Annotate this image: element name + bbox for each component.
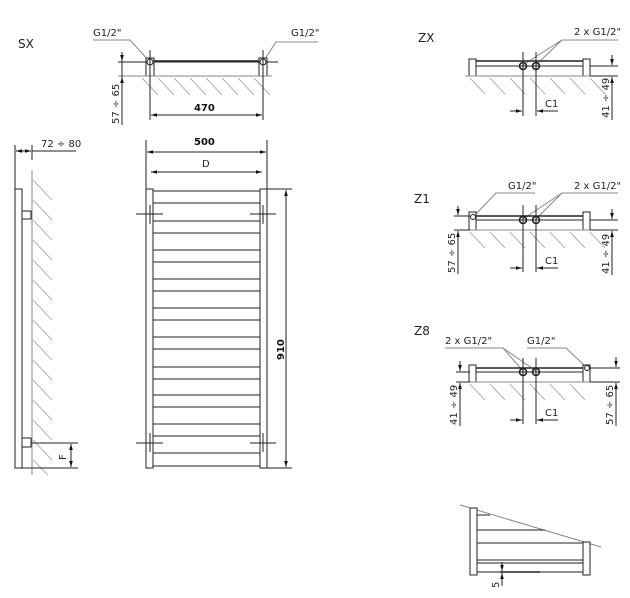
front-height-dim: 910 xyxy=(276,339,287,360)
wall-hatch xyxy=(141,77,271,96)
z8-label: Z8 xyxy=(414,324,430,338)
z1-view: Z1 G1/2" 2 x G1/2" C1 57 ÷ 65 41 ÷ 49 xyxy=(414,181,621,275)
sx-conn-left: G1/2" xyxy=(93,28,121,39)
left-post xyxy=(145,188,154,469)
side-view: 72 ÷ 80 F xyxy=(14,139,81,476)
side-wall-hatch xyxy=(32,179,53,476)
sx-conn-right: G1/2" xyxy=(291,28,319,39)
zx-label: ZX xyxy=(418,31,434,45)
z1-spacing: C1 xyxy=(545,256,558,267)
bracket-bottom xyxy=(21,437,32,448)
sx-spacing-dim: 470 xyxy=(194,103,215,114)
sx-label: SX xyxy=(18,37,34,51)
mounting-crosses xyxy=(136,205,276,452)
zx-spacing: C1 xyxy=(545,99,558,110)
z1-conn-single: G1/2" xyxy=(508,181,536,192)
side-offset-dim: F xyxy=(58,454,69,460)
z8-conn-double: 2 x G1/2" xyxy=(445,336,492,347)
z8-spacing: C1 xyxy=(545,408,558,419)
sx-view: SX G1/2" G1/2" 57 ÷ 65 470 xyxy=(18,28,319,125)
z1-right-dim: 41 ÷ 49 xyxy=(601,234,612,274)
front-inner-dim: D xyxy=(202,159,210,170)
zx-height-dim: 41 ÷ 49 xyxy=(601,78,612,118)
z8-right-dim: 57 ÷ 65 xyxy=(605,385,616,425)
side-depth-dim: 72 ÷ 80 xyxy=(41,139,81,150)
z8-conn-single: G1/2" xyxy=(527,336,555,347)
z1-conn-double: 2 x G1/2" xyxy=(574,181,621,192)
sx-height-dim: 57 ÷ 65 xyxy=(111,84,122,124)
detail-gap-dim: 5 xyxy=(491,582,502,588)
z1-left-dim: 57 ÷ 65 xyxy=(447,233,458,273)
zx-view: ZX 2 x G1/2" C1 41 ÷ 49 xyxy=(418,27,621,120)
bracket-top xyxy=(21,210,32,220)
z8-view: Z8 2 x G1/2" G1/2" C1 41 ÷ 49 57 ÷ 65 xyxy=(414,324,620,426)
z8-left-dim: 41 ÷ 49 xyxy=(449,385,460,425)
zx-conn: 2 x G1/2" xyxy=(574,27,621,38)
z1-label: Z1 xyxy=(414,192,430,206)
front-width-dim: 500 xyxy=(194,137,215,148)
front-view: 500 D 910 xyxy=(136,137,292,469)
sloped-detail-view: 5 xyxy=(459,504,602,588)
heating-panels xyxy=(152,190,261,467)
right-post xyxy=(259,188,268,469)
